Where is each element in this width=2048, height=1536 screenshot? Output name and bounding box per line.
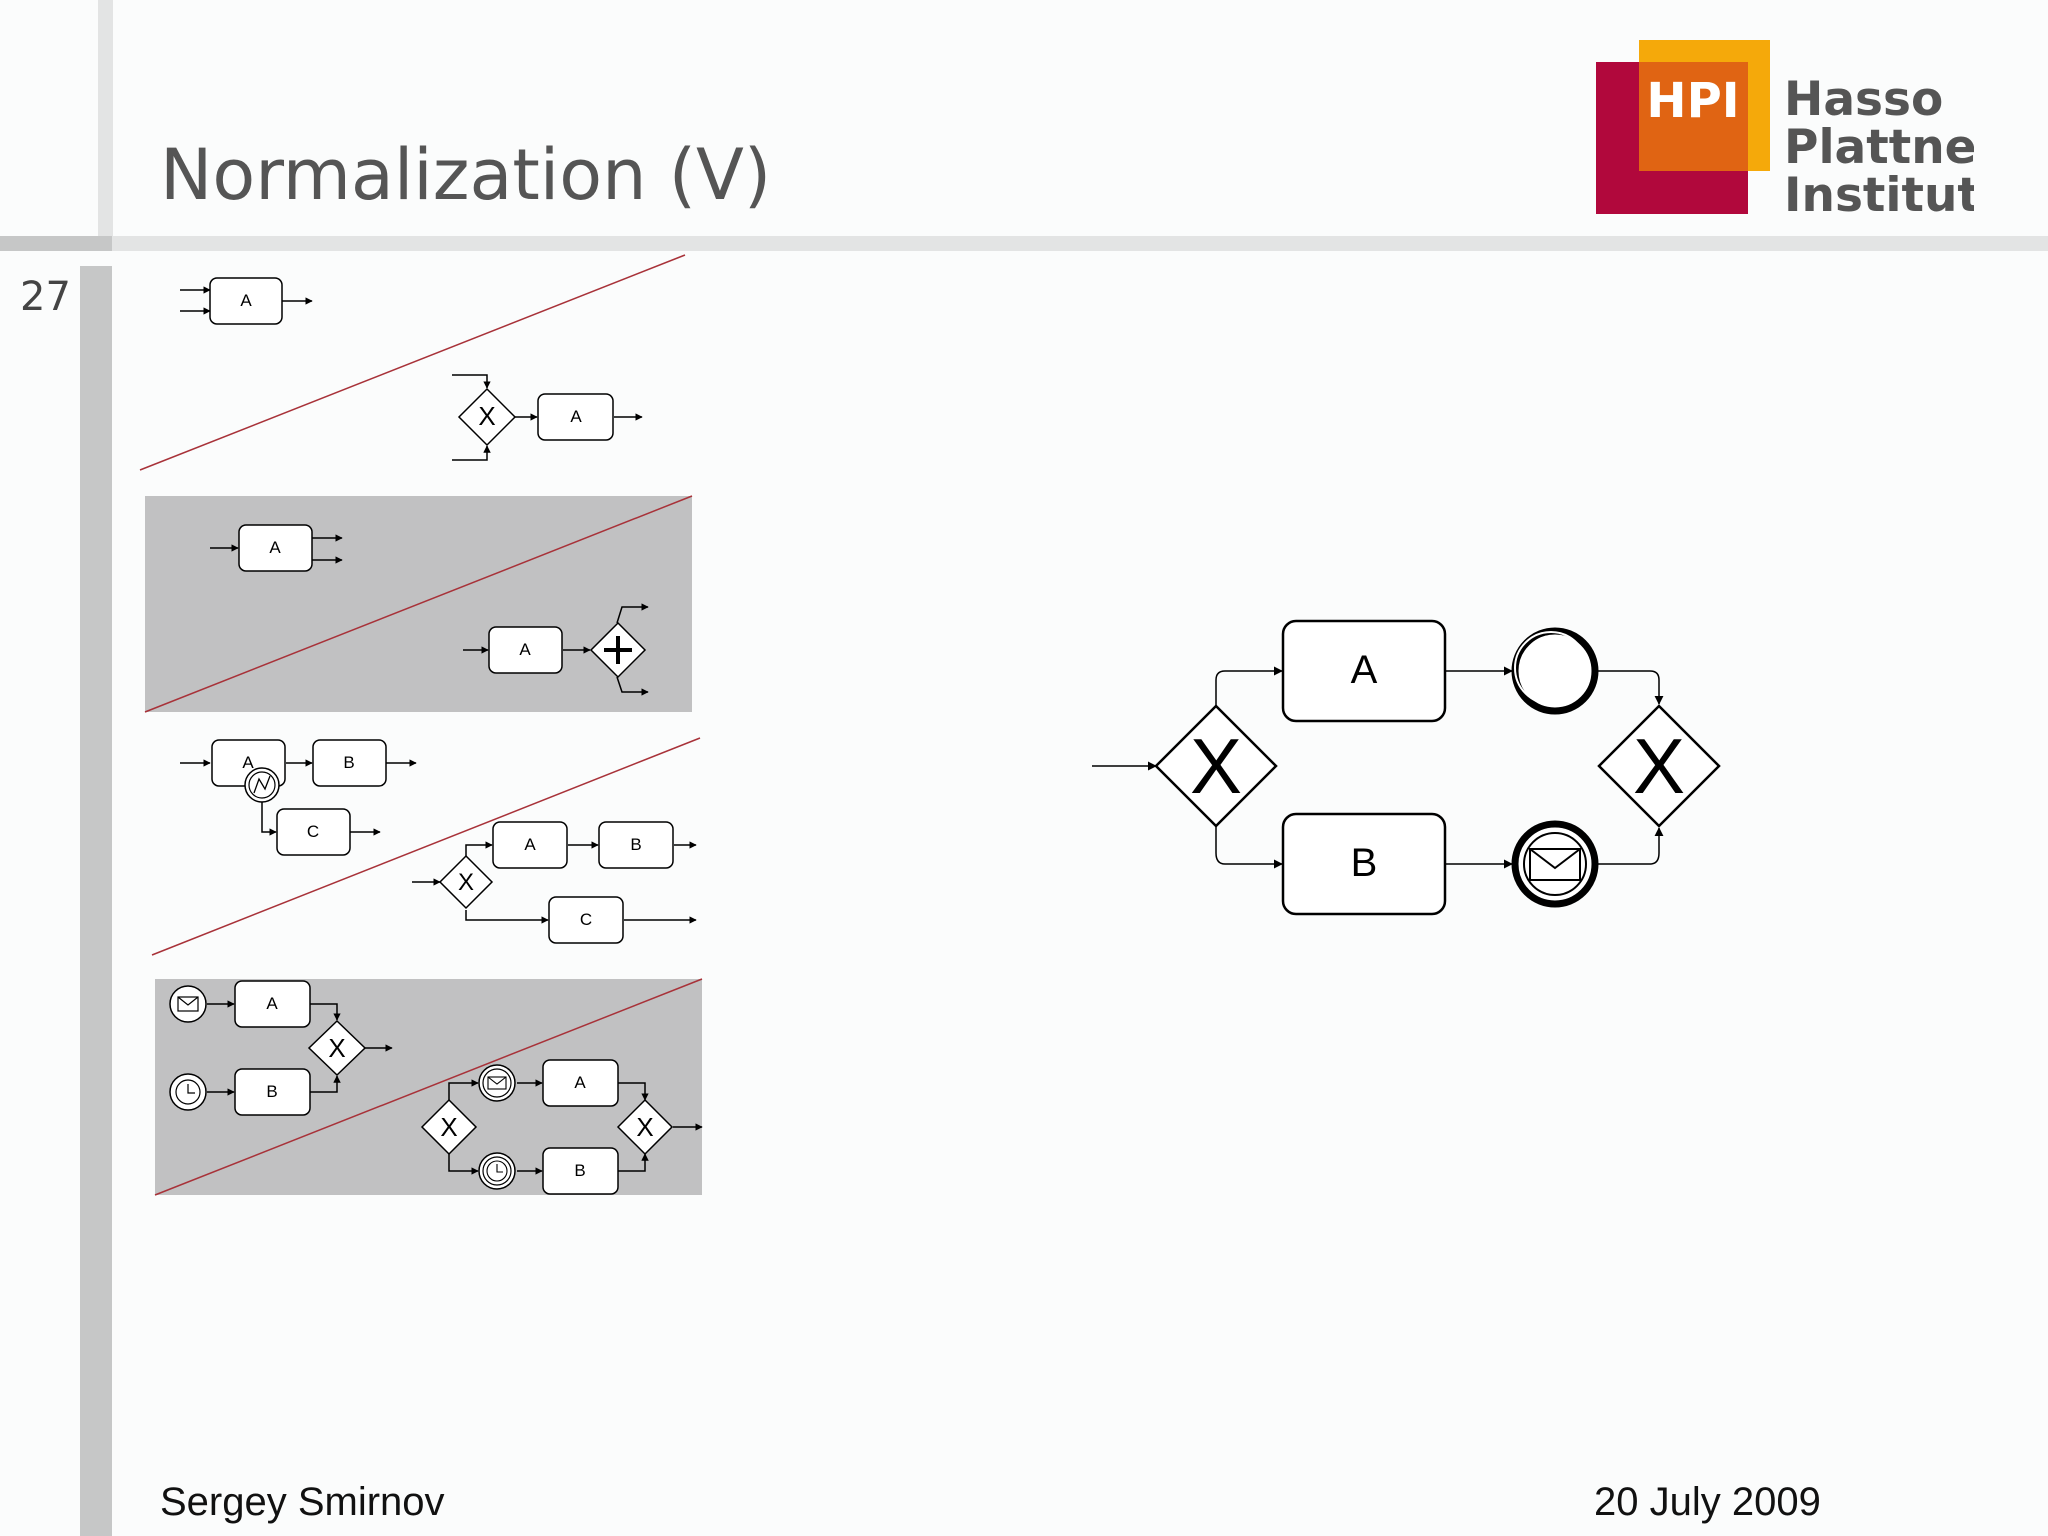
svg-text:C: C <box>307 822 319 841</box>
svg-text:B: B <box>630 835 641 854</box>
rule-3-task-a-normalized <box>492 821 568 869</box>
svg-text:X: X <box>1633 722 1685 810</box>
xor-gateway-icon <box>438 854 494 910</box>
header-rule-dark <box>0 236 112 251</box>
xor-gateway-icon <box>307 1019 367 1077</box>
main-task-a <box>1281 619 1447 723</box>
svg-text:X: X <box>1190 722 1242 810</box>
xor-gateway-icon <box>616 1098 674 1156</box>
message-end-event-icon <box>1511 820 1599 908</box>
svg-text:X: X <box>328 1033 345 1063</box>
footer-author: Sergey Smirnov <box>160 1480 445 1524</box>
rule-1-task-a <box>209 277 283 325</box>
svg-text:A: A <box>524 835 536 854</box>
svg-text:X: X <box>440 1112 457 1142</box>
rule-2-divider <box>144 495 693 713</box>
rule-1 <box>139 254 686 471</box>
rule-1-task-a-label: A <box>240 291 252 310</box>
logo-orange-square <box>1639 62 1748 171</box>
svg-text:B: B <box>574 1161 585 1180</box>
timer-event-icon <box>169 1073 207 1111</box>
slide-number: 27 <box>20 274 71 320</box>
rule-3-divider <box>151 737 701 956</box>
rule-4-task-a-normalized <box>542 1059 619 1107</box>
logo-name-line-3: Institut <box>1784 168 1974 218</box>
rule-4-task-b-normalized <box>542 1147 619 1195</box>
hpi-logo: HPI Hasso Plattner Institut <box>1596 40 1974 218</box>
rule-3-task-c-normalized <box>548 896 624 944</box>
main-task-b-label: B <box>1351 841 1378 885</box>
rule-4-task-a <box>234 980 311 1028</box>
left-rail-top <box>98 0 113 236</box>
header-rule <box>112 236 2048 251</box>
xor-gateway-icon <box>1597 704 1721 828</box>
logo-name-line-2: Plattner <box>1784 120 1974 175</box>
end-event-icon <box>1511 627 1599 715</box>
svg-text:A: A <box>570 407 582 426</box>
rule-2-task-a-normalized <box>488 626 563 674</box>
rule-1-divider <box>139 254 686 471</box>
message-event-icon <box>169 985 207 1023</box>
svg-text:B: B <box>343 753 354 772</box>
svg-text:X: X <box>478 401 495 431</box>
main-task-b <box>1281 812 1447 916</box>
rule-4-task-b <box>234 1068 311 1116</box>
logo-abbr: HPI <box>1646 73 1739 129</box>
rule-3-task-b <box>312 739 387 787</box>
footer-date: 20 July 2009 <box>1594 1480 1821 1524</box>
svg-text:A: A <box>269 538 281 557</box>
error-event-icon <box>244 767 280 803</box>
svg-text:C: C <box>580 910 592 929</box>
main-task-a-label: A <box>1351 648 1378 692</box>
rule-3-task-c <box>276 808 351 856</box>
left-rail <box>80 266 112 1536</box>
slide-title: Normalization (V) <box>160 134 772 216</box>
message-event-icon <box>478 1064 516 1102</box>
main-diagram <box>1092 666 1664 869</box>
xor-gateway-icon <box>1154 704 1278 828</box>
rule-1-task-a-normalized <box>537 393 614 441</box>
svg-text:B: B <box>266 1082 277 1101</box>
svg-text:X: X <box>458 869 474 896</box>
rule-2-task-a <box>238 524 313 572</box>
logo-name-line-1: Hasso <box>1784 72 1943 127</box>
svg-text:X: X <box>636 1112 653 1142</box>
svg-text:A: A <box>242 753 254 772</box>
timer-event-icon <box>478 1152 516 1190</box>
rule-4-divider <box>154 978 703 1196</box>
rule-3-task-b-normalized <box>598 821 674 869</box>
svg-text:A: A <box>574 1073 586 1092</box>
xor-gateway-icon <box>420 1098 478 1156</box>
svg-text:A: A <box>519 640 531 659</box>
svg-text:A: A <box>266 994 278 1013</box>
xor-gateway-icon <box>457 387 517 447</box>
